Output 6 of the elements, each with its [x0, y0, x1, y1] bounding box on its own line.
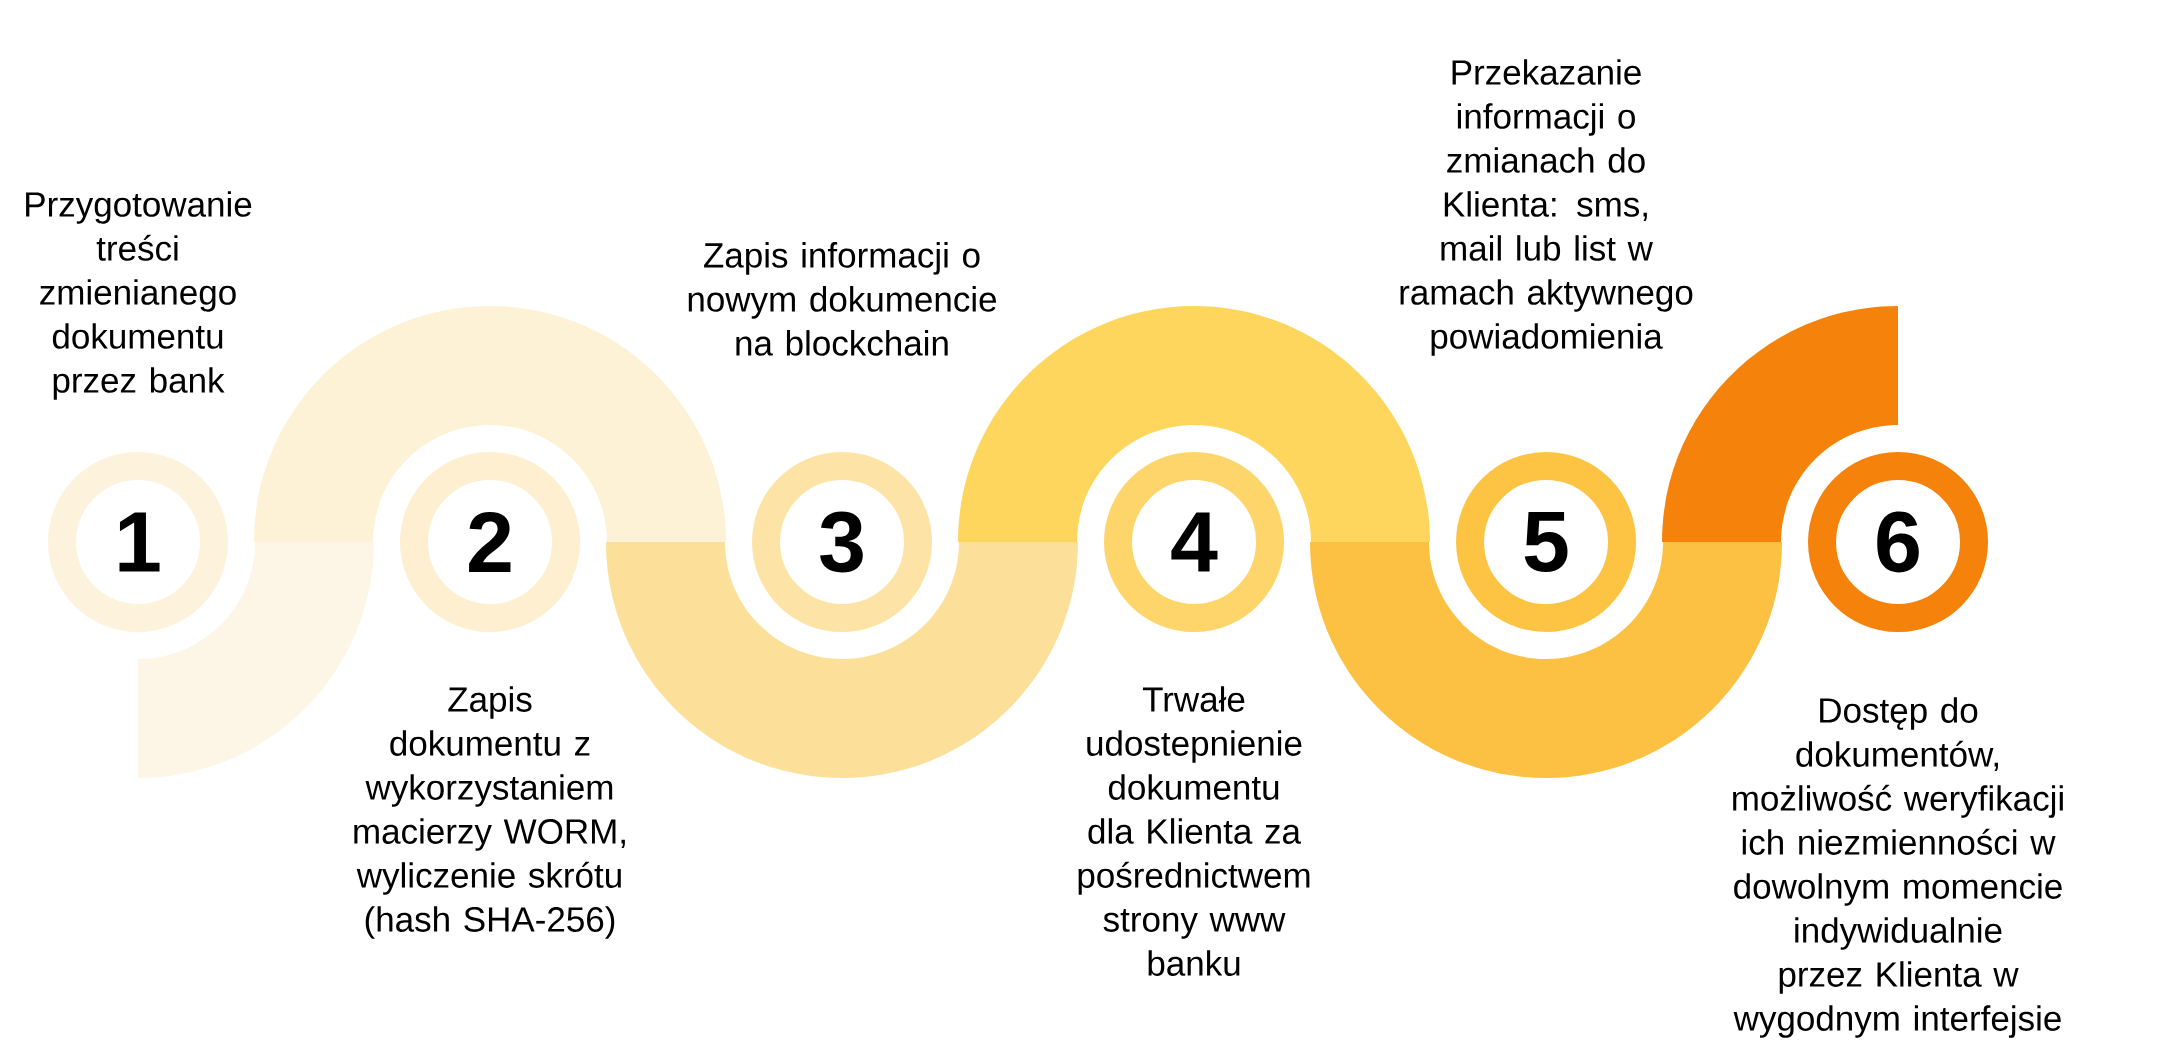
step-text: Przekazanie informacji o zmianach do Klienta: sms, mail lub list w ramach aktywnego powiadomienia	[1400, 59, 1693, 356]
step-text: Dostęp do dokumentów, możliwość weryfikacji ich niezmienności w dowolnym momencie indywidualnie przez Klienta w wygodnym interfejsie	[1733, 697, 2063, 1038]
step-text: Przygotowanie treści zmienianego dokumentu przez bank	[26, 191, 252, 400]
step-text: Zapis informacji o nowym dokumencie na blockchain	[688, 242, 996, 356]
step-text: Zapis dokumentu z wykorzystaniem macierzy WORM, wyliczenie skrótu (hash SHA-256)	[354, 686, 625, 939]
step-text: Trwałe udostepnienie dokumentu dla Klienta za pośrednictwem strony www banku	[1078, 686, 1310, 976]
